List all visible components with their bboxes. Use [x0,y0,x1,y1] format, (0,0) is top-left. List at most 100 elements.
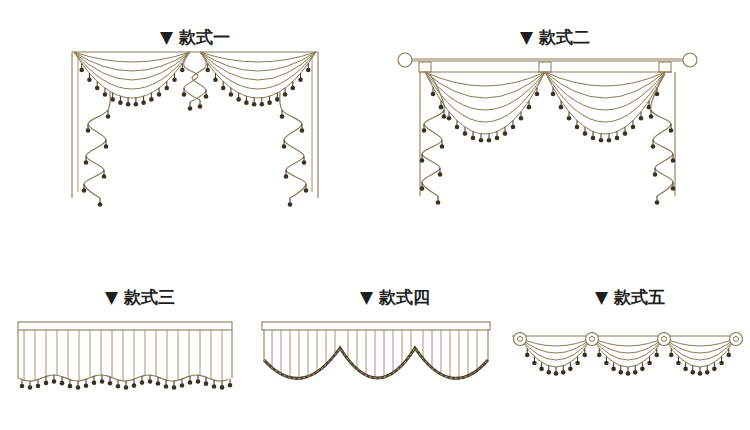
pleat-line [477,330,478,370]
swag-line [545,72,665,122]
style-one-valance [72,52,318,207]
rosette [586,333,599,346]
header-line [512,335,742,336]
pleat-line [384,330,385,377]
tassel [583,353,588,358]
tassel [447,116,452,121]
tassel [304,188,309,193]
rosette-center [590,337,595,342]
tassel [157,92,162,97]
tassel [511,125,516,130]
tassel [420,186,425,191]
pleat-line [68,330,69,379]
pleat-line [450,330,451,378]
rosette [730,333,743,346]
tassel [495,136,500,141]
tassel [655,353,660,358]
style-label: ▼ 款式二 [520,27,590,47]
pleat-line [90,330,91,378]
tassel-fringe [649,110,676,205]
tassel [92,380,97,385]
tassel [204,381,209,386]
pleat-line [366,330,367,375]
tassel [220,385,225,390]
tassel [124,385,129,390]
tassel [567,116,572,121]
side-edge [17,330,18,378]
tassel [103,92,108,97]
tassel [719,361,724,366]
tassel [591,136,596,141]
pleat-line [308,330,309,376]
tassel [611,367,616,372]
tassel [110,97,115,102]
header-line [72,51,318,52]
pleat-line [200,330,201,375]
pleat-line [326,330,327,365]
tassel [252,102,257,107]
tassel [156,381,161,386]
tassel [60,381,65,386]
swag-line [520,338,592,353]
tassel [288,202,293,207]
tassel-fringe [82,110,111,207]
pleat-line [357,330,358,369]
tassel [442,114,447,119]
swag-line [425,72,545,122]
tassel [597,353,602,358]
swag-line [664,338,736,346]
tassel [604,361,609,366]
swag-line [425,72,545,98]
swag-line [74,52,190,98]
style-label: ▼ 款式一 [160,27,230,47]
swag-line [425,72,545,86]
swag-line [520,338,592,367]
tassel [519,116,524,121]
tassel [205,68,210,73]
tassel [260,102,265,107]
tassel [280,114,285,119]
tassel [575,361,580,366]
tassel [647,361,652,366]
tassel [102,174,107,179]
pleat-line [281,330,282,374]
tassel [116,384,121,389]
pleat-line [375,330,376,378]
curtain-rod [412,59,683,62]
tail-outer [674,72,675,196]
tassel [438,172,443,177]
pleat-line [145,330,146,375]
tassel [180,383,185,388]
tassel [28,385,33,390]
tassel-fringe [420,110,447,205]
tassel [607,138,612,143]
rosette [658,333,671,346]
tassel [86,128,91,133]
tail-edge [651,74,673,196]
tail-outer [78,56,79,192]
tassel [79,68,84,73]
tail-edge [280,92,306,198]
tassel [82,188,87,193]
rod-finial [398,53,412,67]
tassel [106,114,111,119]
style-two-valance [398,53,697,205]
rosette-center [518,337,523,342]
tassel [283,92,288,97]
pleat-line [299,330,300,378]
tassel [182,92,187,97]
tassel-fringe [280,110,309,207]
tassel [671,186,676,191]
tassel [300,128,305,133]
tassel [561,370,566,375]
pleat-line [24,330,25,380]
tassel [104,144,109,149]
tassel [196,379,201,384]
pleat-line [272,330,273,368]
swag-line [520,338,592,360]
tassel [532,361,537,366]
tassel [651,144,656,149]
tassel-fringe [431,87,540,142]
tail-outer [317,52,318,198]
curtain-rod [412,60,683,61]
